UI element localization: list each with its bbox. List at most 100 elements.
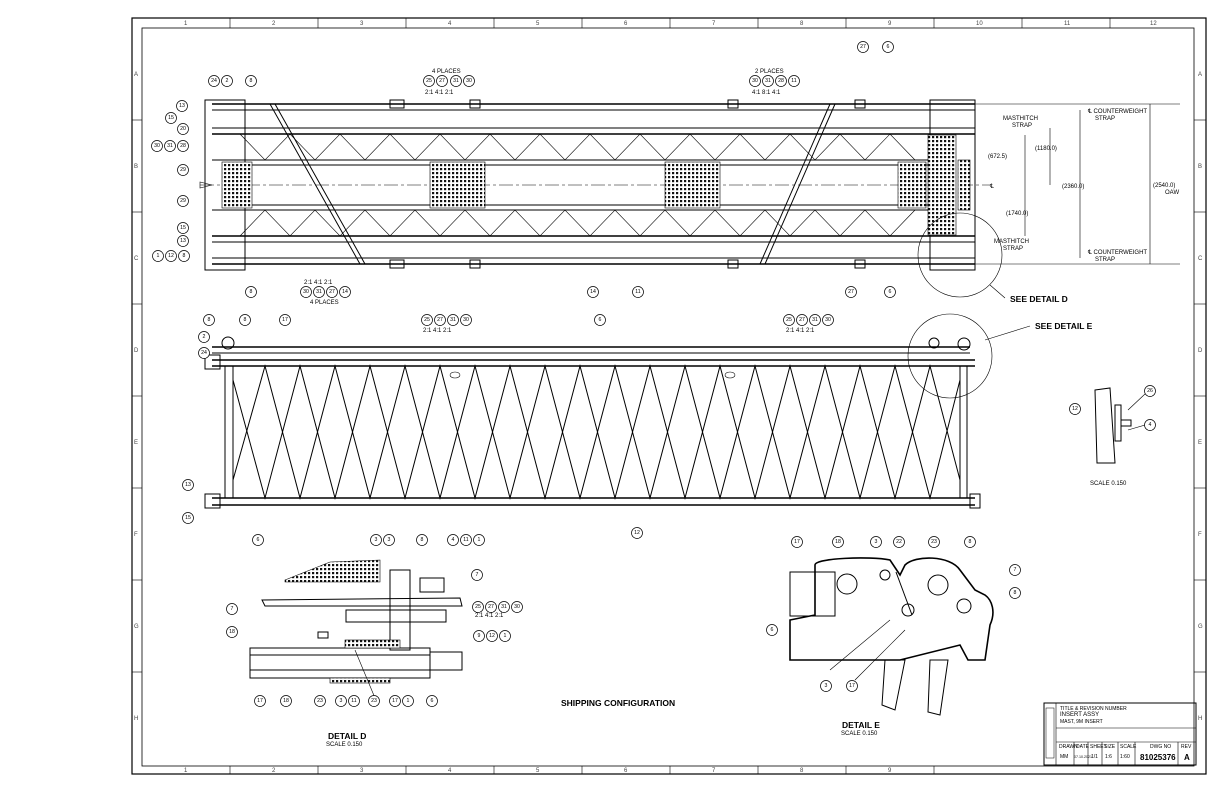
grid-label: 8 xyxy=(800,768,804,774)
grid-label: F xyxy=(1198,532,1202,538)
svg-text:3: 3 xyxy=(825,683,828,689)
svg-text:3: 3 xyxy=(375,537,378,543)
grid-label: H xyxy=(134,716,138,722)
svg-text:25: 25 xyxy=(475,604,481,610)
svg-text:30: 30 xyxy=(154,143,160,149)
grid-label: G xyxy=(134,624,139,630)
item-balloon: 12 26 4 xyxy=(1069,385,1156,431)
grid-zone-left: A B C D E F G H xyxy=(132,72,142,722)
see-detail-e: SEE DETAIL E xyxy=(1035,321,1093,331)
walkway-mesh-mid1 xyxy=(429,161,486,209)
detail-d-scale: SCALE 0.150 xyxy=(326,742,363,748)
svg-text:31: 31 xyxy=(812,317,818,323)
tb-col-dwgno: DWG NO xyxy=(1150,744,1171,750)
svg-text:17: 17 xyxy=(282,317,288,323)
svg-text:3: 3 xyxy=(388,537,391,543)
grid-label: 11 xyxy=(1064,21,1071,27)
grid-label: 1 xyxy=(184,21,188,27)
svg-text:4: 4 xyxy=(1149,422,1152,428)
svg-text:20: 20 xyxy=(180,126,186,132)
drawing-number: 81025376 xyxy=(1140,753,1176,762)
item-balloon: 24 2 8 13 15 20 30 31 28 29 29 15 13 1 1… xyxy=(151,41,896,298)
plan-dimensions: ℄ COUNTERWEIGHT STRAP MASTHITCH STRAP (6… xyxy=(975,103,1180,265)
svg-text:31: 31 xyxy=(453,78,459,84)
cw-strap-bot-label: ℄ COUNTERWEIGHT xyxy=(1087,250,1147,256)
svg-text:15: 15 xyxy=(168,115,174,121)
tb-col-size: SIZE xyxy=(1104,744,1116,750)
svg-text:13: 13 xyxy=(185,482,191,488)
dim-2360: (2360.0) xyxy=(1062,184,1084,190)
svg-text:29: 29 xyxy=(180,198,186,204)
svg-text:11: 11 xyxy=(635,289,640,295)
grid-label: 2 xyxy=(272,768,276,774)
sheet-border xyxy=(131,17,1207,775)
dim-1180: (1180.0) xyxy=(1035,146,1057,152)
dim-672: (672.5) xyxy=(988,154,1007,160)
svg-text:1: 1 xyxy=(478,537,481,543)
svg-text:30: 30 xyxy=(825,317,831,323)
detail-e-view xyxy=(789,557,994,716)
grid-label: 10 xyxy=(976,21,983,27)
svg-text:31: 31 xyxy=(167,143,173,149)
detail-e-callout-circle xyxy=(907,313,993,399)
svg-text:23: 23 xyxy=(371,698,377,704)
grid-label: F xyxy=(134,532,138,538)
detail-d-title: DETAIL D xyxy=(328,731,366,741)
svg-text:31: 31 xyxy=(450,317,456,323)
svg-text:13: 13 xyxy=(180,238,186,244)
grid-zone-bottom: 1 2 3 4 5 6 7 8 9 xyxy=(184,766,935,774)
svg-text:18: 18 xyxy=(283,698,289,704)
svg-text:12: 12 xyxy=(168,253,174,259)
svg-text:7: 7 xyxy=(231,606,234,612)
svg-text:27: 27 xyxy=(439,78,445,84)
svg-text:27: 27 xyxy=(799,317,805,323)
walkway-mesh-end xyxy=(927,134,957,236)
svg-text:7: 7 xyxy=(1014,567,1017,573)
note-d-sub: 2:1 4:1 2:1 xyxy=(475,613,504,619)
svg-text:28: 28 xyxy=(180,143,186,149)
note-4-places-top: 4 PLACES xyxy=(432,69,461,75)
note-4-places-bot-sub: 2:1 4:1 2:1 xyxy=(304,280,333,286)
elevation-view xyxy=(204,313,1031,509)
svg-text:8: 8 xyxy=(208,317,211,323)
svg-text:25: 25 xyxy=(786,317,792,323)
grid-label: 7 xyxy=(712,768,716,774)
svg-text:11: 11 xyxy=(791,78,796,84)
grid-label: 9 xyxy=(888,21,892,27)
svg-text:27: 27 xyxy=(488,604,494,610)
main-title: SHIPPING CONFIGURATION xyxy=(561,698,675,708)
svg-text:8: 8 xyxy=(244,317,247,323)
drawing-frame xyxy=(141,27,1195,767)
tb-col-sheet: SHEET xyxy=(1090,744,1107,750)
grid-label: 1 xyxy=(184,768,188,774)
svg-text:27: 27 xyxy=(860,44,866,50)
svg-text:12: 12 xyxy=(489,633,495,639)
svg-text:3: 3 xyxy=(340,698,343,704)
svg-text:18: 18 xyxy=(835,539,841,545)
plan-view xyxy=(199,99,1006,299)
grid-label: 8 xyxy=(800,21,804,27)
svg-text:25: 25 xyxy=(424,317,430,323)
grid-label: 12 xyxy=(1150,21,1157,27)
svg-text:2: 2 xyxy=(203,334,206,340)
svg-text:30: 30 xyxy=(466,78,472,84)
svg-text:8: 8 xyxy=(1014,590,1017,596)
svg-text:30: 30 xyxy=(463,317,469,323)
masthitch-top-label: MASTHITCH xyxy=(1003,116,1038,122)
tb-val-date: 07.10.2021 xyxy=(1074,755,1092,759)
svg-text:11: 11 xyxy=(351,698,356,704)
title-desc-2: MAST, 9M INSERT xyxy=(1060,719,1103,725)
masthitch-top-label-2: STRAP xyxy=(1012,123,1032,129)
svg-text:12: 12 xyxy=(1072,406,1078,412)
grid-label: G xyxy=(1198,624,1203,630)
grid-label: 9 xyxy=(888,768,892,774)
small-view xyxy=(1094,387,1146,464)
tb-col-scale: SCALE xyxy=(1120,744,1137,750)
dim-1740: (1740.0) xyxy=(1006,211,1028,217)
svg-text:12: 12 xyxy=(634,530,640,536)
svg-text:11: 11 xyxy=(463,537,468,543)
grid-label: 3 xyxy=(360,768,364,774)
svg-text:9: 9 xyxy=(478,633,481,639)
item-balloon: 17 18 3 22 23 8 7 8 6 3 17 xyxy=(766,536,1021,692)
